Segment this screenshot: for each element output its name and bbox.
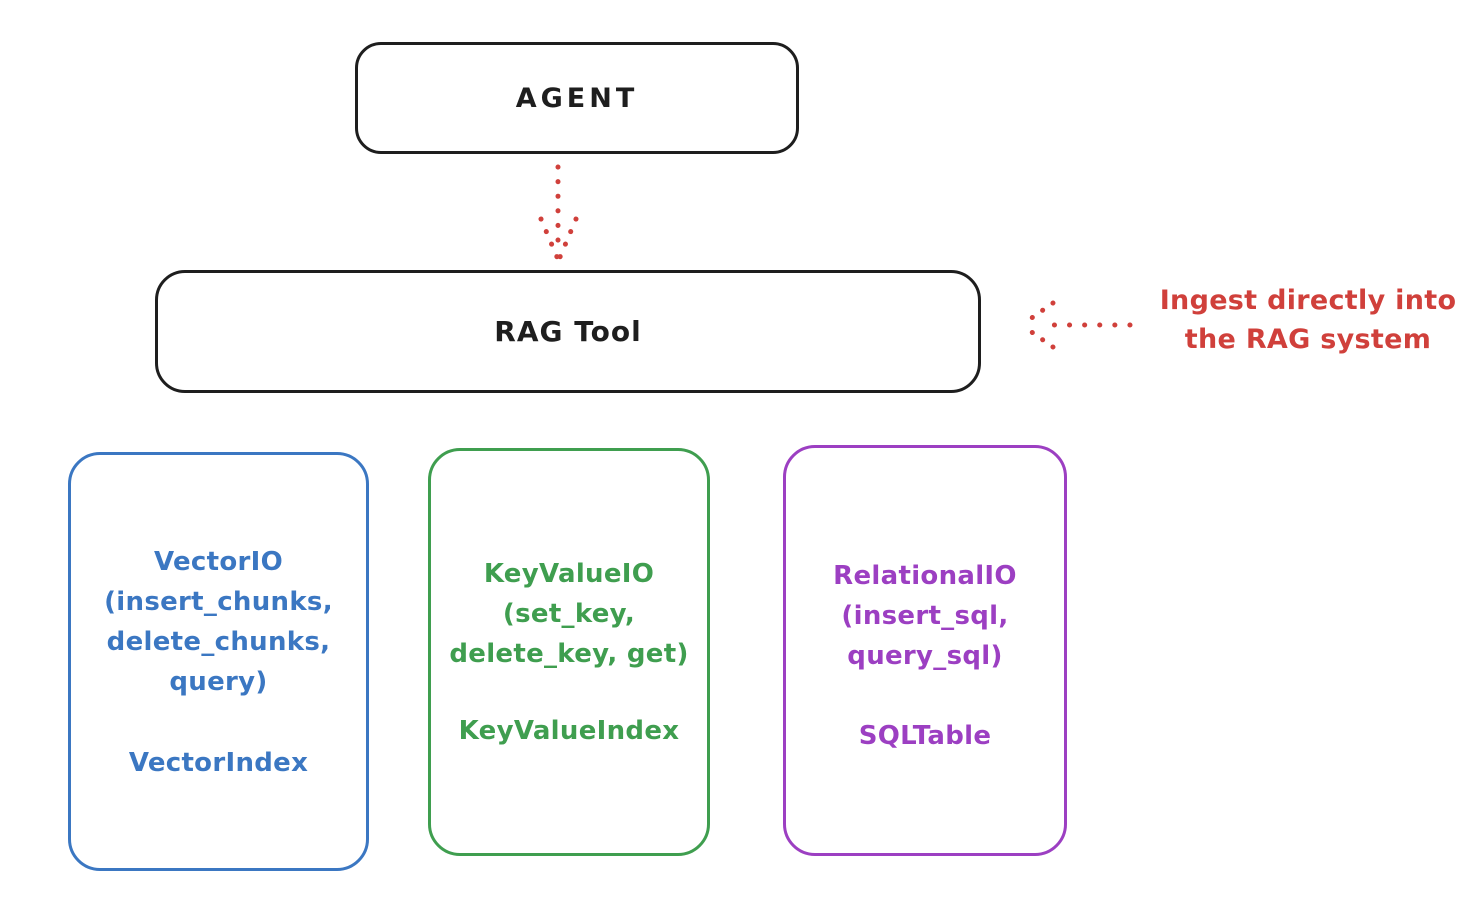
backend-line: (insert_sql, bbox=[841, 601, 1009, 631]
annotation-to-rag-arrow bbox=[1020, 300, 1133, 350]
backend-line: (insert_chunks, bbox=[104, 587, 333, 617]
backend-vector-io-text: VectorIO (insert_chunks, delete_chunks, … bbox=[71, 542, 366, 783]
backend-relational-io-text: RelationalIO (insert_sql, query_sql) SQL… bbox=[786, 556, 1064, 756]
backend-line: VectorIO bbox=[153, 547, 284, 577]
backend-line: query_sql) bbox=[847, 641, 1003, 671]
backend-index-label: SQLTable bbox=[858, 721, 992, 751]
rag-tool-node: RAG Tool bbox=[155, 270, 981, 393]
backend-line: delete_chunks, bbox=[106, 627, 331, 657]
backend-node-vector-io: VectorIO (insert_chunks, delete_chunks, … bbox=[68, 452, 369, 871]
backend-line: KeyValueIO bbox=[483, 559, 655, 589]
ingest-annotation-line2: the RAG system bbox=[1184, 324, 1432, 355]
agent-node: AGENT bbox=[355, 42, 799, 154]
backend-node-relational-io: RelationalIO (insert_sql, query_sql) SQL… bbox=[783, 445, 1067, 856]
backend-line: (set_key, bbox=[502, 599, 636, 629]
backend-keyvalue-io-text: KeyValueIO (set_key, delete_key, get) Ke… bbox=[431, 554, 707, 751]
agent-node-label: AGENT bbox=[515, 82, 639, 114]
rag-tool-node-label: RAG Tool bbox=[494, 315, 642, 348]
ingest-annotation-line1: Ingest directly into bbox=[1159, 285, 1457, 316]
agent-to-rag-arrow bbox=[538, 164, 579, 260]
ingest-annotation: Ingest directly into the RAG system bbox=[1140, 281, 1476, 359]
backend-line: delete_key, get) bbox=[449, 639, 689, 669]
backend-index-label: KeyValueIndex bbox=[458, 716, 680, 746]
backend-line: query) bbox=[169, 667, 268, 697]
backend-line: RelationalIO bbox=[833, 561, 1017, 591]
backend-node-keyvalue-io: KeyValueIO (set_key, delete_key, get) Ke… bbox=[428, 448, 710, 856]
backend-index-label: VectorIndex bbox=[128, 748, 309, 778]
